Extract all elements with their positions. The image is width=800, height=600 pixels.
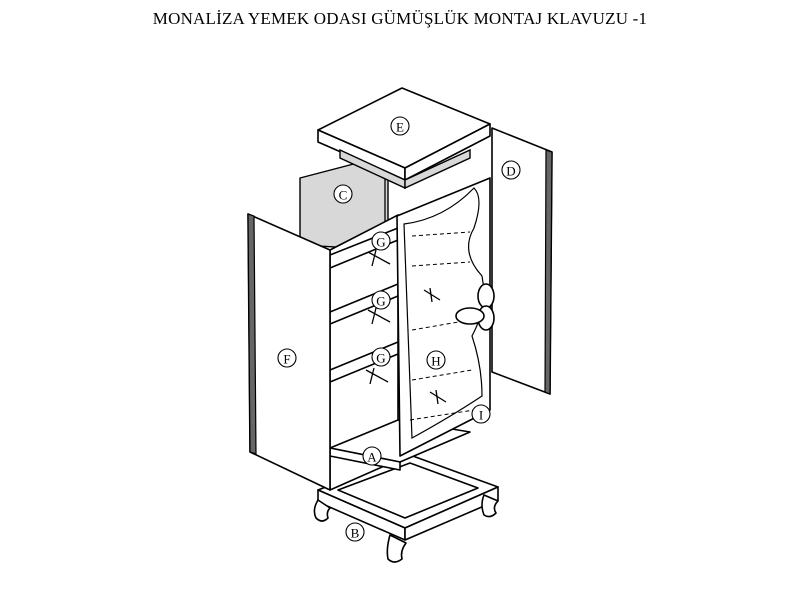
svg-text:G: G (376, 351, 385, 366)
label-e: E (390, 116, 410, 136)
svg-text:D: D (506, 164, 515, 179)
svg-text:G: G (376, 294, 385, 309)
label-f: F (277, 348, 297, 368)
svg-text:I: I (479, 408, 483, 423)
svg-text:A: A (367, 450, 377, 465)
label-g-top: G (371, 231, 391, 251)
svg-text:B: B (351, 526, 360, 541)
svg-text:E: E (396, 120, 404, 135)
label-i: I (471, 404, 491, 424)
right-door-part-d (491, 127, 553, 395)
label-b: B (345, 522, 365, 542)
label-d: D (501, 160, 521, 180)
label-a: A (362, 446, 382, 466)
page-title: MONALİZA YEMEK ODASI GÜMÜŞLÜK MONTAJ KLA… (152, 9, 648, 28)
label-c: C (333, 184, 353, 204)
label-g-middle: G (371, 290, 391, 310)
label-h: H (426, 350, 446, 370)
svg-text:C: C (339, 188, 348, 203)
svg-text:H: H (431, 354, 440, 369)
svg-text:F: F (283, 352, 290, 367)
svg-text:G: G (376, 235, 385, 250)
glass-door-part-h-i (396, 177, 495, 457)
label-g-bottom: G (371, 347, 391, 367)
